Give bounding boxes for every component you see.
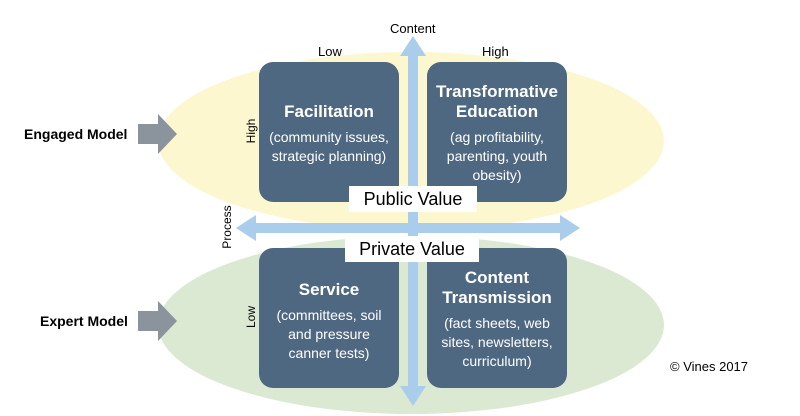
engaged-model-label: Engaged Model bbox=[24, 126, 128, 142]
public-value-label: Public Value bbox=[349, 186, 477, 212]
facilitation-subtitle: (community issues, strategic planning) bbox=[269, 129, 389, 164]
content-transmission-subtitle: (fact sheets, web sites, newsletters, cu… bbox=[441, 315, 553, 369]
process-low-label: Low bbox=[244, 306, 258, 329]
transformative-education-title: Transformative Education bbox=[436, 82, 558, 121]
copyright-text: © Vines 2017 bbox=[670, 359, 749, 374]
service-title: Service bbox=[298, 280, 360, 299]
content-high-label: High bbox=[482, 44, 509, 59]
content-low-label: Low bbox=[318, 44, 342, 59]
content-axis-label: Content bbox=[390, 21, 436, 36]
facilitation-box: Facilitation (community issues, strategi… bbox=[259, 62, 399, 202]
facilitation-title: Facilitation bbox=[284, 102, 374, 121]
process-high-label: High bbox=[244, 118, 258, 144]
expert-model-label: Expert Model bbox=[40, 313, 128, 329]
expert-model-arrow bbox=[138, 301, 177, 341]
content-transmission-box: Content Transmission (fact sheets, web s… bbox=[427, 248, 567, 388]
transformative-education-subtitle: (ag profitability, parenting, youth obes… bbox=[446, 129, 548, 183]
transformative-education-box: Transformative Education (ag profitabili… bbox=[427, 62, 567, 202]
process-axis-label: Process bbox=[220, 205, 234, 249]
content-transmission-title: Content Transmission bbox=[442, 268, 552, 307]
engaged-model-arrow bbox=[138, 114, 177, 154]
service-subtitle: (committees, soil and pressure canner te… bbox=[276, 307, 382, 361]
service-box: Service (committees, soil and pressure c… bbox=[259, 248, 399, 388]
private-value-label: Private Value bbox=[345, 236, 479, 262]
horizontal-axis-arrow bbox=[236, 215, 580, 241]
vertical-axis-arrow bbox=[400, 36, 426, 406]
